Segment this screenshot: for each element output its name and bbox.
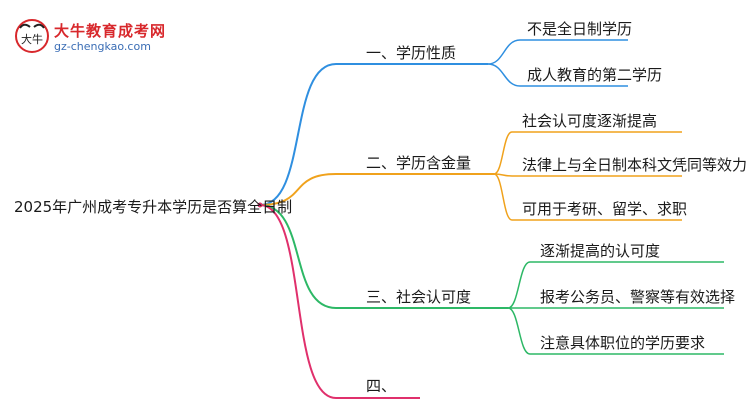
branch-3-connector xyxy=(259,204,337,309)
branch-3-label: 三、社会认可度 xyxy=(366,288,472,306)
leaf-1-1: 不是全日制学历 xyxy=(527,20,633,38)
leaf-2-3-connector xyxy=(493,173,513,221)
leaf-2-1: 社会认可度逐渐提高 xyxy=(522,112,658,130)
leaf-2-3: 可用于考研、留学、求职 xyxy=(522,200,688,218)
leaf-2-1-connector xyxy=(493,131,513,175)
leaf-3-3-connector xyxy=(507,307,531,355)
root-topic: 2025年广州成考专升本学历是否算全日制 xyxy=(14,198,293,216)
leaf-1-2-connector xyxy=(487,63,521,87)
leaf-1-1-connector xyxy=(487,39,521,65)
leaf-3-1-connector xyxy=(507,261,531,309)
leaf-2-2: 法律上与全日制本科文凭同等效力 xyxy=(522,156,748,174)
logo-mark-text: 大牛 xyxy=(21,32,43,46)
logo-url: gz-chengkao.com xyxy=(54,40,151,53)
leaf-3-2: 报考公务员、警察等有效选择 xyxy=(540,288,736,306)
branch-2-label: 二、学历含金量 xyxy=(366,154,472,172)
branch-1-label: 一、学历性质 xyxy=(366,44,457,62)
root-anchor-dot xyxy=(257,202,263,208)
leaf-3-3: 注意具体职位的学历要求 xyxy=(540,334,706,352)
logo-title: 大牛教育成考网 xyxy=(54,22,167,40)
logo: 大牛 大牛教育成考网 gz-chengkao.com xyxy=(14,18,167,58)
branch-4-label: 四、 xyxy=(366,377,397,395)
branch-2-connector xyxy=(259,173,337,206)
leaf-3-1: 逐渐提高的认可度 xyxy=(540,242,661,260)
branch-1-connector xyxy=(259,63,337,206)
bull-logo-icon: 大牛 xyxy=(15,19,49,53)
branch-4-connector xyxy=(259,204,337,399)
leaf-1-2: 成人教育的第二学历 xyxy=(527,66,663,84)
